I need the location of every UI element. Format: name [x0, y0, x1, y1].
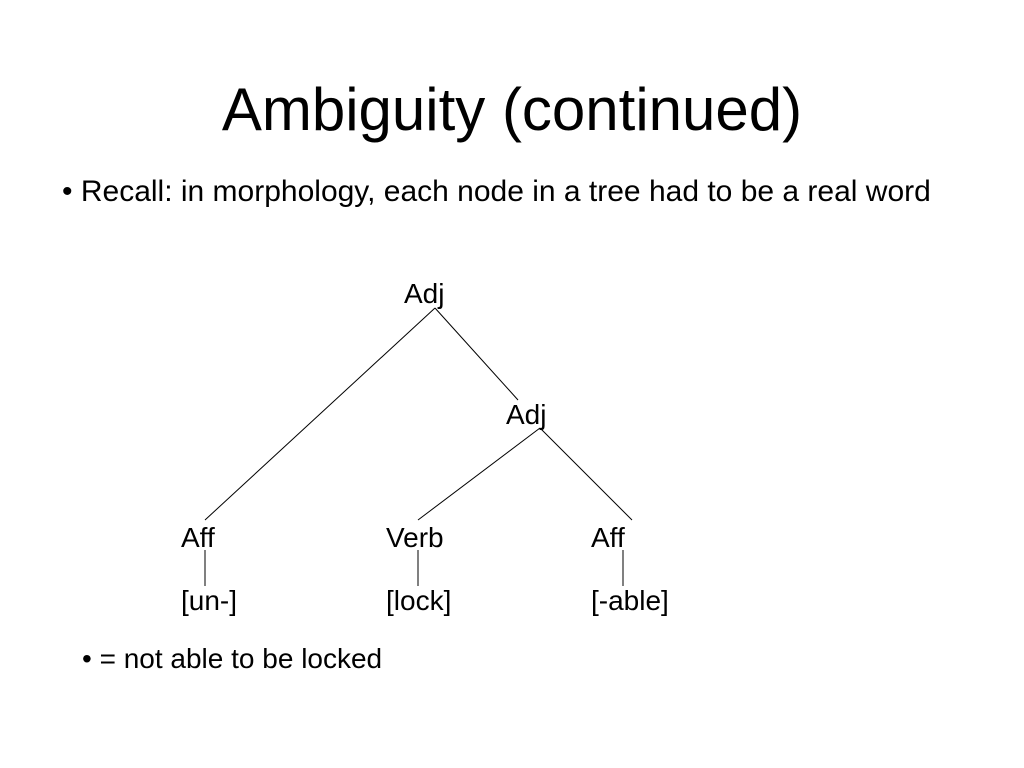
node-verb: Verb: [386, 522, 444, 553]
edge-root-to-aff-un: [204, 307, 436, 521]
bullet-recall: • Recall: in morphology, each node in a …: [62, 175, 931, 208]
bullet-meaning: • = not able to be locked: [82, 643, 383, 674]
node-aff-un: Aff: [181, 522, 215, 553]
morpheme-able: [-able]: [591, 585, 669, 616]
node-aff-able: Aff: [591, 522, 625, 553]
slide-title: Ambiguity (continued): [221, 76, 803, 143]
node-root-adj: Adj: [404, 278, 445, 309]
edge-adj-to-aff-able: [539, 427, 633, 521]
morpheme-lock: [lock]: [386, 585, 452, 616]
morpheme-un: [un-]: [181, 585, 238, 616]
edge-root-to-adj: [434, 307, 519, 401]
edge-adj-to-verb: [417, 427, 541, 521]
node-inner-adj: Adj: [506, 399, 547, 430]
